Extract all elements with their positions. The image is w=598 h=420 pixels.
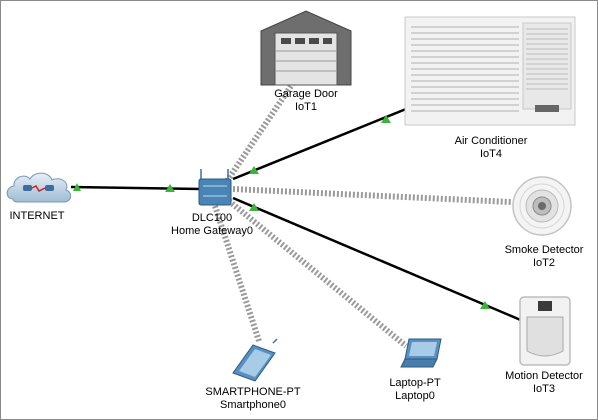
smoke-label: Smoke Detector IoT2	[505, 244, 584, 270]
garage-name: IoT1	[294, 101, 317, 113]
link-up-triangle	[480, 301, 490, 309]
internet-node[interactable]	[3, 169, 75, 209]
internet-label: INTERNET	[10, 210, 65, 223]
laptop-label: Laptop-PT Laptop0	[389, 377, 440, 403]
laptop-model: Laptop-PT	[389, 377, 441, 389]
garage-door-node[interactable]	[259, 9, 353, 87]
gateway-label: DLC100 Home Gateway0	[171, 212, 253, 238]
laptop-icon	[400, 338, 442, 368]
link-up-triangle	[381, 115, 391, 123]
link-up-triangle	[165, 184, 175, 192]
motion-name: IoT3	[532, 383, 555, 395]
motion-label: Motion Detector IoT3	[505, 370, 583, 396]
smartphone-model: SMARTPHONE-PT	[205, 386, 301, 398]
garage-label: Garage Door IoT1	[274, 88, 338, 114]
motion-detector-node[interactable]	[517, 295, 573, 367]
aircon-label: Air Conditioner IoT4	[455, 135, 528, 161]
internet-name: INTERNET	[9, 210, 65, 222]
home-gateway-icon	[198, 169, 232, 206]
air-conditioner-node[interactable]	[401, 13, 587, 129]
link-up-triangle	[73, 183, 81, 191]
gateway-model: DLC100	[191, 212, 233, 224]
smoke-detector-node[interactable]	[509, 173, 575, 239]
wired-link-motion[interactable]	[232, 196, 524, 323]
smoke-name: IoT2	[532, 257, 555, 269]
smoke-model: Smoke Detector	[504, 244, 584, 256]
garage-door-icon	[260, 10, 352, 86]
cloud-icon	[6, 172, 72, 203]
gateway-name: Home Gateway0	[171, 225, 253, 237]
link-up-triangle	[249, 203, 259, 211]
motion-model: Motion Detector	[505, 370, 583, 382]
wireless-link-garage[interactable]	[222, 81, 296, 186]
link-up-triangle	[249, 166, 259, 174]
laptop-node[interactable]	[399, 337, 445, 371]
smartphone-label: SMARTPHONE-PT Smartphone0	[205, 386, 300, 412]
air-conditioner-icon	[404, 16, 576, 126]
garage-model: Garage Door	[274, 88, 338, 100]
home-gateway-node[interactable]	[195, 165, 235, 211]
wireless-link-smoke[interactable]	[232, 186, 512, 205]
wired-link-aircon[interactable]	[232, 107, 407, 181]
smartphone-node[interactable]	[229, 337, 281, 383]
smartphone-name: Smartphone0	[219, 399, 287, 411]
motion-detector-icon	[519, 296, 571, 366]
wired-link-internet[interactable]	[70, 185, 202, 191]
smartphone-icon	[232, 338, 278, 382]
smoke-detector-icon	[512, 176, 572, 236]
aircon-name: IoT4	[479, 148, 503, 160]
laptop-name: Laptop0	[395, 390, 435, 402]
aircon-model: Air Conditioner	[454, 135, 528, 147]
